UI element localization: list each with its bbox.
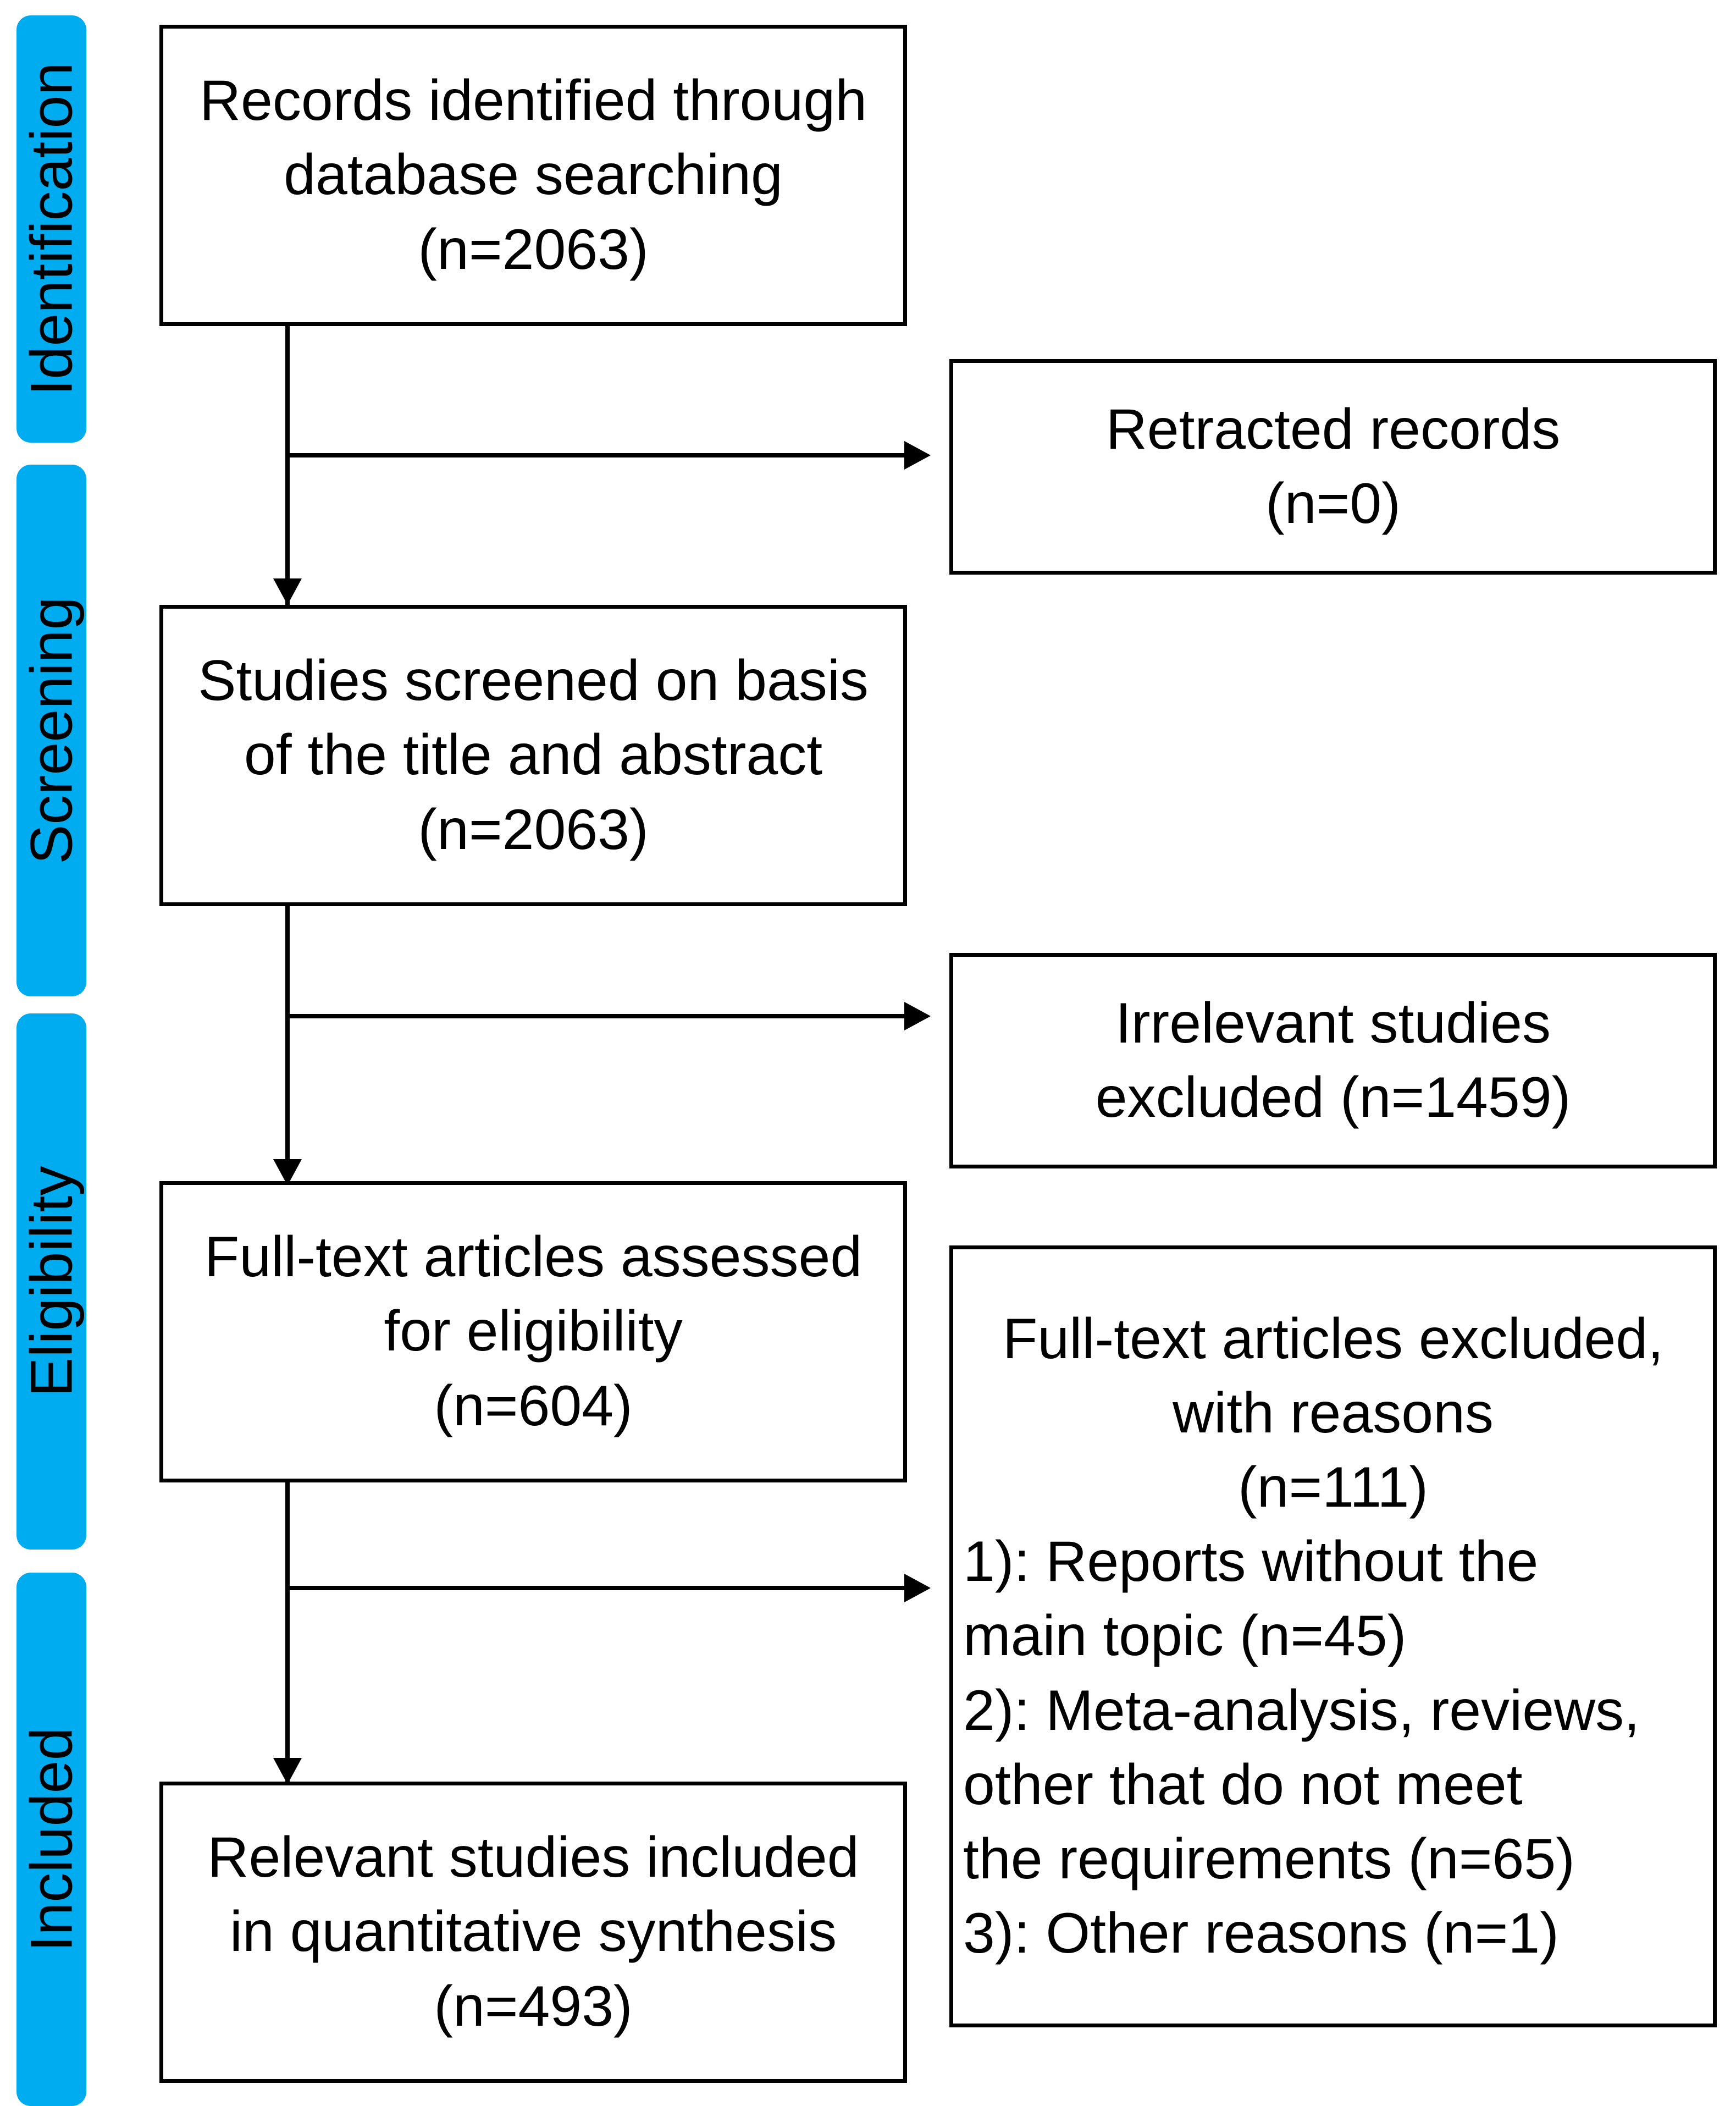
retracted-records-line-1: Retracted records <box>1105 397 1561 461</box>
stage-label-included: Included <box>18 1727 85 1952</box>
fulltext-excluded-line-2: with reasons <box>1173 1381 1494 1445</box>
arrowhead-to-included <box>273 1758 302 1784</box>
stage-bar-included: Included <box>16 1573 86 2106</box>
studies-screened-line-1: Studies screened on basis <box>198 649 869 713</box>
included-count: (n=493) <box>434 1974 633 2038</box>
records-identified-line-2: database searching <box>284 143 783 207</box>
records-identified-count: (n=2063) <box>418 217 649 282</box>
studies-screened-count: (n=2063) <box>418 797 649 862</box>
retracted-records-count: (n=0) <box>1265 472 1401 536</box>
fulltext-excluded-reason-3: 3): Other reasons (n=1) <box>963 1901 1559 1966</box>
box-fulltext-articles-assessed: Full-text articles assessed for eligibil… <box>159 1181 907 1482</box>
fulltext-assessed-count: (n=604) <box>434 1374 633 1438</box>
stage-label-eligibility: Eligibility <box>18 1166 85 1397</box>
connector-to-retracted <box>285 453 906 457</box>
arrowhead-to-irrelevant-excluded <box>904 1002 931 1030</box>
stage-label-screening: Screening <box>18 597 85 864</box>
arrowhead-to-retracted <box>904 441 931 470</box>
arrowhead-to-screened <box>273 578 302 605</box>
box-irrelevant-studies-excluded: Irrelevant studies excluded (n=1459) <box>949 953 1717 1168</box>
fulltext-excluded-count: (n=111) <box>1238 1456 1428 1520</box>
fulltext-excluded-line-1: Full-text articles excluded, <box>1002 1306 1664 1371</box>
box-studies-screened: Studies screened on basis of the title a… <box>159 605 907 906</box>
fulltext-excluded-reason-2-line-2: other that do not meet <box>963 1752 1523 1817</box>
included-line-2: in quantitative synthesis <box>229 1900 837 1964</box>
irrelevant-excluded-line-1: Irrelevant studies <box>1115 991 1551 1055</box>
connector-to-irrelevant-excluded <box>285 1014 906 1018</box>
irrelevant-excluded-count: excluded (n=1459) <box>1095 1066 1571 1129</box>
included-line-1: Relevant studies included <box>207 1826 859 1890</box>
box-retracted-records: Retracted records (n=0) <box>949 359 1717 575</box>
stage-label-identification: Identification <box>18 62 85 396</box>
stage-bar-identification: Identification <box>16 15 86 443</box>
fulltext-assessed-line-2: for eligibility <box>384 1299 683 1364</box>
stage-bar-screening: Screening <box>16 465 86 996</box>
records-identified-line-1: Records identified through <box>199 69 867 133</box>
studies-screened-line-2: of the title and abstract <box>244 723 823 787</box>
box-relevant-studies-included: Relevant studies included in quantitativ… <box>159 1782 907 2083</box>
fulltext-excluded-reason-1-line-1: 1): Reports without the <box>963 1530 1539 1594</box>
connector-to-fulltext-excluded <box>285 1586 906 1590</box>
box-records-identified: Records identified through database sear… <box>159 25 907 326</box>
box-fulltext-articles-excluded: Full-text articles excluded, with reason… <box>949 1245 1717 2027</box>
fulltext-assessed-line-1: Full-text articles assessed <box>204 1225 863 1289</box>
arrowhead-to-fulltext-excluded <box>904 1574 931 1602</box>
connector-screened-to-assessed <box>285 906 290 1187</box>
connector-identified-to-screened <box>285 324 290 606</box>
fulltext-excluded-reason-2-line-3: the requirements (n=65) <box>963 1827 1575 1891</box>
connector-assessed-to-included <box>285 1482 290 1785</box>
stage-bar-eligibility: Eligibility <box>16 1013 86 1550</box>
fulltext-excluded-reason-2-line-1: 2): Meta-analysis, reviews, <box>963 1678 1640 1743</box>
fulltext-excluded-reason-1-line-2: main topic (n=45) <box>963 1604 1407 1668</box>
